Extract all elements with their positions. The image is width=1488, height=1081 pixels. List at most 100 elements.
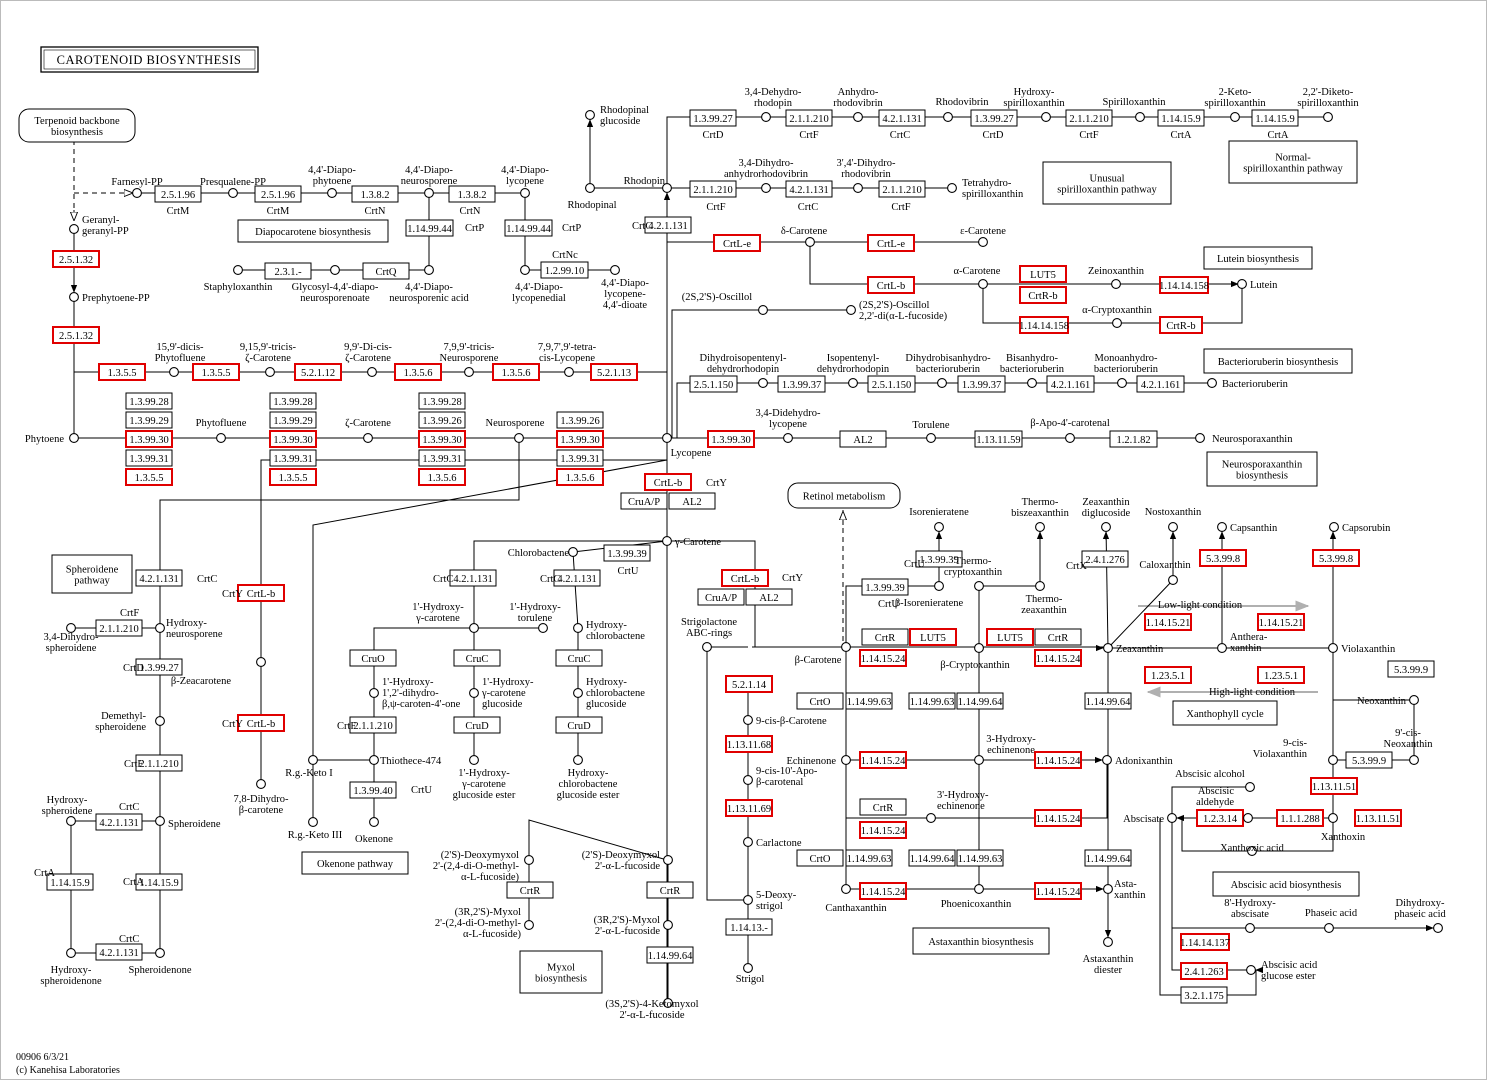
enzyme-box[interactable] bbox=[908, 849, 956, 867]
enzyme-box[interactable] bbox=[725, 918, 773, 936]
compound-node[interactable] bbox=[469, 755, 479, 765]
enzyme-box[interactable] bbox=[418, 430, 466, 448]
compound-node[interactable] bbox=[69, 224, 79, 234]
enzyme-box[interactable] bbox=[1144, 613, 1192, 631]
enzyme-box[interactable] bbox=[1136, 375, 1185, 393]
link-box-diapocarotene[interactable] bbox=[237, 219, 389, 243]
link-box-unusual-spirillo[interactable] bbox=[1042, 161, 1172, 205]
enzyme-box[interactable] bbox=[1065, 109, 1113, 127]
enzyme-box[interactable] bbox=[697, 588, 745, 606]
enzyme-box[interactable] bbox=[796, 692, 844, 710]
enzyme-box[interactable] bbox=[974, 430, 1023, 448]
compound-node[interactable] bbox=[520, 265, 530, 275]
enzyme-box[interactable] bbox=[957, 375, 1006, 393]
compound-node[interactable] bbox=[1324, 923, 1334, 933]
enzyme-box[interactable] bbox=[418, 411, 466, 429]
enzyme-box[interactable] bbox=[956, 692, 1004, 710]
compound-node[interactable] bbox=[926, 813, 936, 823]
compound-node[interactable] bbox=[514, 433, 524, 443]
compound-node[interactable] bbox=[1168, 522, 1178, 532]
compound-node[interactable] bbox=[265, 367, 275, 377]
enzyme-box[interactable] bbox=[555, 716, 603, 734]
compound-node[interactable] bbox=[1328, 643, 1338, 653]
enzyme-box[interactable] bbox=[970, 109, 1018, 127]
compound-node[interactable] bbox=[155, 948, 165, 958]
compound-node[interactable] bbox=[1433, 923, 1443, 933]
compound-node[interactable] bbox=[1168, 575, 1178, 585]
compound-node[interactable] bbox=[155, 716, 165, 726]
enzyme-box[interactable] bbox=[351, 185, 399, 203]
enzyme-box[interactable] bbox=[556, 430, 604, 448]
compound-node[interactable] bbox=[1103, 937, 1113, 947]
compound-node[interactable] bbox=[66, 816, 76, 826]
link-box-normal-spirillo[interactable] bbox=[1228, 140, 1358, 184]
enzyme-box[interactable] bbox=[237, 584, 285, 602]
enzyme-box[interactable] bbox=[269, 449, 317, 467]
compound-node[interactable] bbox=[573, 755, 583, 765]
enzyme-box[interactable] bbox=[1251, 109, 1299, 127]
enzyme-box[interactable] bbox=[1180, 933, 1230, 951]
enzyme-box[interactable] bbox=[394, 363, 442, 381]
compound-node[interactable] bbox=[573, 688, 583, 698]
compound-node[interactable] bbox=[1409, 755, 1419, 765]
link-box-xanthophyll-cycle[interactable] bbox=[1172, 700, 1278, 726]
compound-node[interactable] bbox=[132, 188, 142, 198]
enzyme-box[interactable] bbox=[1196, 809, 1244, 827]
enzyme-box[interactable] bbox=[859, 882, 907, 900]
enzyme-box[interactable] bbox=[555, 649, 603, 667]
compound-node[interactable] bbox=[978, 279, 988, 289]
compound-node[interactable] bbox=[758, 378, 768, 388]
compound-node[interactable] bbox=[585, 110, 595, 120]
enzyme-box[interactable] bbox=[839, 430, 887, 448]
compound-node[interactable] bbox=[1329, 522, 1339, 532]
enzyme-box[interactable] bbox=[135, 873, 183, 891]
enzyme-box[interactable] bbox=[725, 799, 773, 817]
compound-node[interactable] bbox=[846, 305, 856, 315]
compound-node[interactable] bbox=[841, 884, 851, 894]
compound-node[interactable] bbox=[934, 581, 944, 591]
enzyme-box[interactable] bbox=[52, 250, 100, 268]
enzyme-box[interactable] bbox=[1034, 751, 1082, 769]
enzyme-box[interactable] bbox=[867, 276, 915, 294]
compound-node[interactable] bbox=[743, 895, 753, 905]
compound-node[interactable] bbox=[524, 855, 534, 865]
enzyme-box[interactable] bbox=[861, 628, 909, 646]
enzyme-box[interactable] bbox=[713, 234, 761, 252]
enzyme-box[interactable] bbox=[745, 588, 793, 606]
compound-node[interactable] bbox=[610, 265, 620, 275]
enzyme-box[interactable] bbox=[785, 109, 833, 127]
enzyme-box[interactable] bbox=[845, 692, 893, 710]
compound-node[interactable] bbox=[233, 265, 243, 275]
compound-node[interactable] bbox=[1112, 318, 1122, 328]
compound-node[interactable] bbox=[662, 433, 672, 443]
compound-node[interactable] bbox=[520, 188, 530, 198]
enzyme-box[interactable] bbox=[294, 363, 342, 381]
enzyme-box[interactable] bbox=[1034, 809, 1082, 827]
enzyme-box[interactable] bbox=[453, 716, 501, 734]
enzyme-box[interactable] bbox=[125, 392, 173, 410]
compound-node[interactable] bbox=[308, 817, 318, 827]
enzyme-box[interactable] bbox=[1159, 276, 1209, 294]
enzyme-box[interactable] bbox=[449, 569, 497, 587]
enzyme-box[interactable] bbox=[1345, 751, 1393, 769]
enzyme-box[interactable] bbox=[1109, 430, 1158, 448]
compound-node[interactable] bbox=[743, 963, 753, 973]
enzyme-box[interactable] bbox=[646, 881, 694, 899]
enzyme-box[interactable] bbox=[556, 411, 604, 429]
compound-node[interactable] bbox=[369, 817, 379, 827]
enzyme-box[interactable] bbox=[1310, 777, 1358, 795]
enzyme-box[interactable] bbox=[264, 262, 312, 280]
compound-node[interactable] bbox=[1217, 522, 1227, 532]
compound-node[interactable] bbox=[69, 433, 79, 443]
enzyme-box[interactable] bbox=[492, 363, 540, 381]
compound-node[interactable] bbox=[228, 188, 238, 198]
compound-node[interactable] bbox=[663, 998, 673, 1008]
enzyme-box[interactable] bbox=[644, 473, 692, 491]
enzyme-box[interactable] bbox=[95, 813, 143, 831]
compound-node[interactable] bbox=[974, 581, 984, 591]
compound-node[interactable] bbox=[424, 265, 434, 275]
enzyme-box[interactable] bbox=[553, 569, 601, 587]
compound-node[interactable] bbox=[1041, 112, 1051, 122]
enzyme-box[interactable] bbox=[1034, 628, 1082, 646]
enzyme-box[interactable] bbox=[867, 234, 915, 252]
